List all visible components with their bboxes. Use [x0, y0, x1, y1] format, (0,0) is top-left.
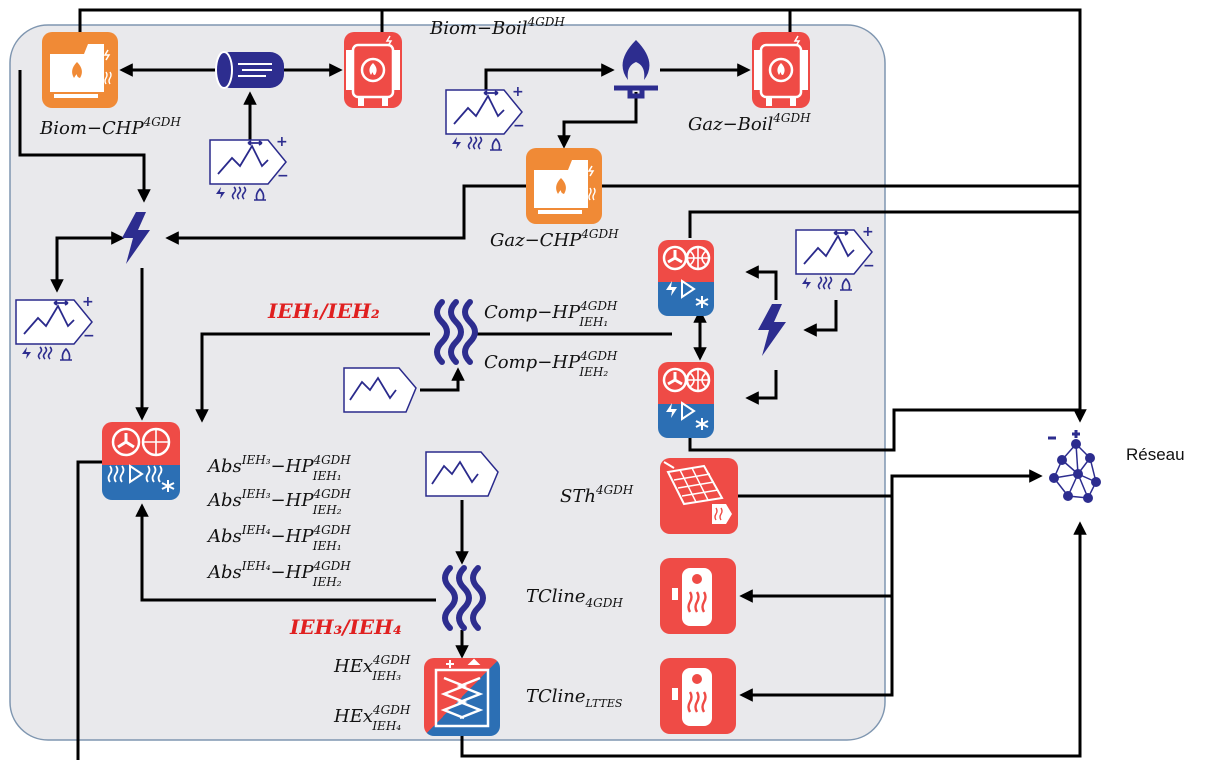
- gaz-boil-label: Gaz−Boil4GDH: [688, 111, 811, 135]
- tcline-lttes-label: TClineLTTES: [526, 686, 623, 710]
- load-curve-icon[interactable]: [425, 451, 499, 497]
- reseau-label: Réseau: [1126, 445, 1185, 464]
- gas-chp-icon[interactable]: [525, 147, 603, 225]
- absorption-heat-pump-icon[interactable]: [102, 422, 180, 500]
- biomass-log-icon[interactable]: [215, 51, 284, 89]
- thermal-storage-tank-icon[interactable]: [658, 556, 738, 636]
- biomass-boiler-icon[interactable]: [342, 30, 404, 110]
- heat-exchanger-icon[interactable]: [424, 658, 500, 736]
- tcline-4gdh-label: TCline4GDH: [526, 586, 623, 610]
- sth-label: STh4GDH: [560, 483, 634, 507]
- gaz-chp-label: Gaz−CHP4GDH: [490, 227, 619, 251]
- compression-heat-pump-icon[interactable]: [656, 360, 716, 440]
- ieh12-label: IEH₁/IEH₂: [267, 299, 380, 323]
- compression-heat-pump-icon[interactable]: [656, 238, 716, 318]
- thermal-storage-tank-icon[interactable]: [658, 656, 738, 736]
- load-curve-icon[interactable]: [343, 367, 417, 413]
- ieh34-label: IEH₃/IEH₄: [289, 615, 402, 639]
- gas-flame-icon[interactable]: [614, 40, 658, 99]
- biom-boil-label: Biom−Boil4GDH: [429, 15, 565, 39]
- biom-chp-label: Biom−CHP4GDH: [39, 115, 181, 139]
- gas-boiler-icon[interactable]: [750, 30, 812, 110]
- network-grid-icon[interactable]: [1048, 430, 1101, 503]
- biomass-chp-icon[interactable]: [41, 31, 119, 109]
- solar-thermal-icon[interactable]: [660, 458, 738, 534]
